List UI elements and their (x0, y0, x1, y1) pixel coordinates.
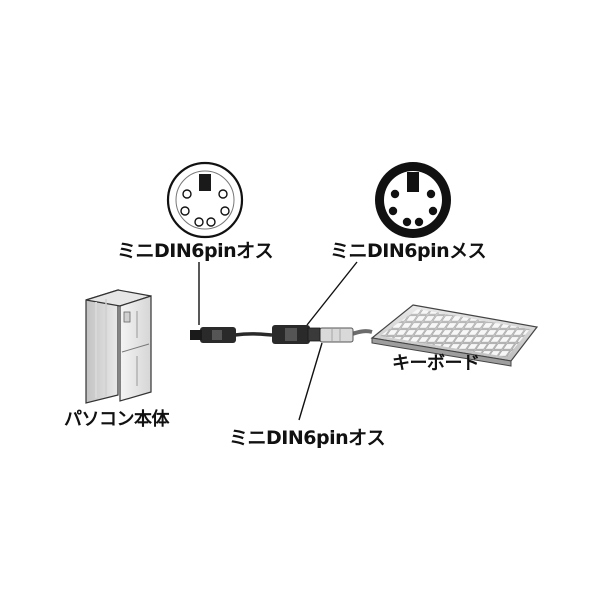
mini-din-female-connector-icon (375, 162, 451, 238)
male-connector-label: ミニDIN6pinオス (117, 240, 274, 262)
adapter-male-end-icon (190, 327, 236, 343)
adapter-female-end-icon (272, 325, 321, 344)
female-connector-label: ミニDIN6pinメス (330, 240, 487, 262)
pc-tower-icon (85, 289, 152, 404)
adapter-cable (190, 325, 373, 344)
leader-line-socket (306, 261, 358, 326)
keyboard-plug-label: ミニDIN6pinオス (229, 427, 386, 449)
keyboard-plug-icon (319, 327, 354, 343)
leader-lines (198, 261, 358, 421)
leader-line-plug-bottom (298, 342, 323, 421)
pc-label: パソコン本体 (64, 409, 170, 430)
mini-din-male-connector-icon (166, 161, 244, 239)
keyboard-icon (370, 304, 539, 367)
keyboard-label: キーボード (392, 353, 480, 374)
